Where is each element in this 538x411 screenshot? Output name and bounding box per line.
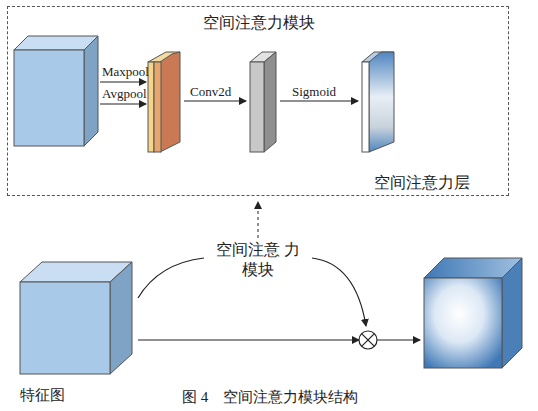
layer-label: 空间注意力层 [374, 173, 506, 193]
maxpool-arrow [100, 81, 146, 82]
feature-map: 特征图 [14, 258, 138, 408]
feature-cube [20, 262, 132, 374]
avgpool-arrow [100, 103, 146, 104]
attention-slab [362, 52, 394, 152]
output-arrow [377, 339, 420, 340]
input-cube [14, 36, 98, 146]
output-cube [424, 258, 522, 368]
main-arrow [138, 339, 359, 340]
operation-label: Maxpool [102, 64, 162, 80]
pooled-slab [148, 52, 180, 152]
sigmoid-arrow [280, 100, 358, 101]
module-label: 空间注意 力模块 [212, 240, 304, 280]
branch-curve [312, 258, 366, 326]
node-text: 空间注意力模块 [8, 13, 510, 33]
operation-label: Sigmoid [292, 84, 352, 100]
node-text: 特征图 [20, 386, 100, 405]
multiply-symbol [359, 331, 377, 349]
dashed-arrow [258, 202, 259, 238]
caption: 图 4 空间注意力模块结构 [120, 388, 420, 407]
conv-slab [250, 52, 276, 152]
module-box: 空间注意力模块 [7, 6, 509, 196]
operation-label: Avgpool [102, 86, 162, 102]
operation-label: Conv2d [190, 84, 250, 100]
branch-curve [138, 258, 204, 298]
conv-arrow [184, 100, 246, 101]
